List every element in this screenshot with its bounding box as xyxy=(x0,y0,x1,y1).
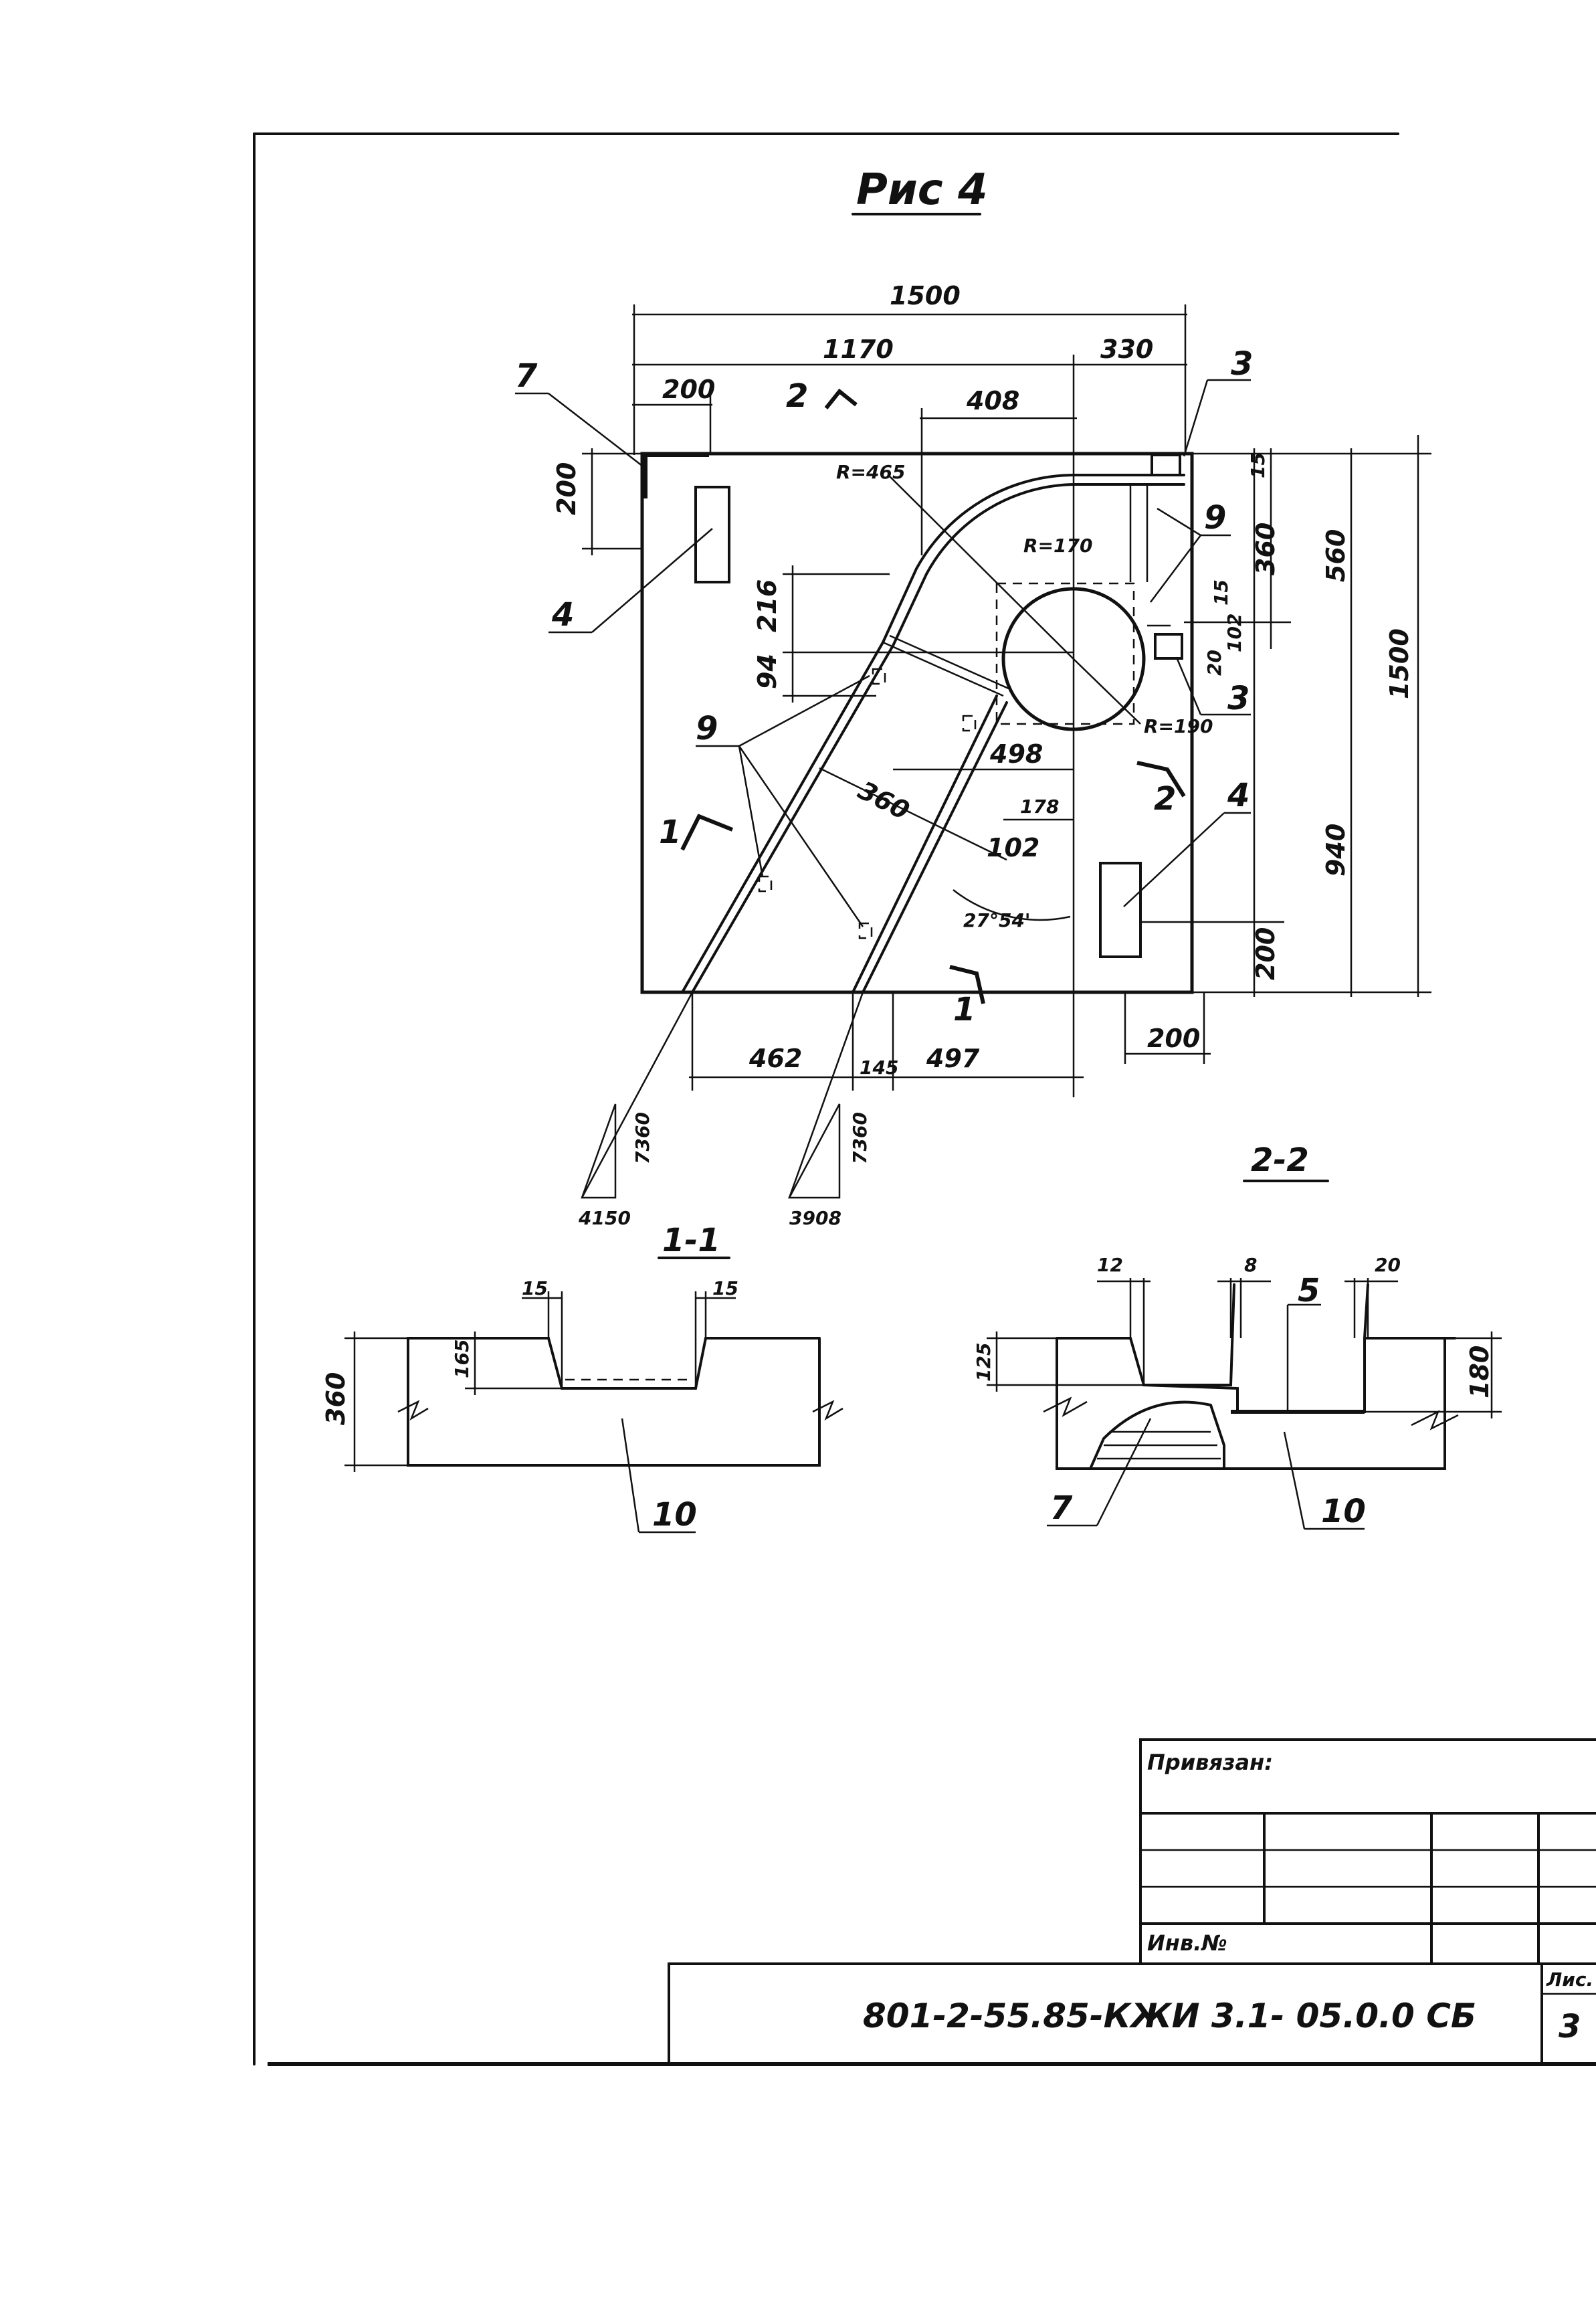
svg-text:1: 1 xyxy=(659,814,681,851)
section-1-1-dim-360: 360 xyxy=(321,1372,351,1425)
section-mark-2-right: 2 xyxy=(1136,761,1186,818)
section-1-1-dim-165: 165 xyxy=(451,1340,473,1378)
dim-radius-hole: R=190 xyxy=(1144,715,1213,737)
figure-title: Рис 4 xyxy=(852,165,988,215)
title-block: Привязан: Инв.№ 801-2-55.85-КЖИ 3.1- 05.… xyxy=(668,1738,1596,2065)
dim-top-left: 200 xyxy=(662,375,715,404)
section-2-2-callout-5: 5 xyxy=(1298,1272,1320,1309)
svg-text:1: 1 xyxy=(953,991,975,1028)
svg-text:3: 3 xyxy=(1231,345,1253,383)
diagonal-wall-2b xyxy=(862,701,1008,994)
callout-7: 7 xyxy=(515,357,646,469)
section-1-1-callout-10: 10 xyxy=(652,1496,697,1534)
dim-right-940: 940 xyxy=(1321,824,1351,877)
slope1-run: 4150 xyxy=(578,1207,631,1229)
svg-text:7: 7 xyxy=(515,357,538,395)
dim-360-diag: 360 xyxy=(854,775,914,826)
curved-wall-outer xyxy=(882,474,1185,644)
section-2-2-dim-8: 8 xyxy=(1244,1254,1257,1276)
section-1-1: 1-1 360 165 15 15 10 xyxy=(321,1222,843,1534)
dim-radius-inner: R=170 xyxy=(1023,535,1092,557)
callout-9-left: 9 xyxy=(696,674,870,927)
embedded-plate-right xyxy=(1099,862,1142,958)
plate-3-top xyxy=(1151,454,1181,476)
diagonal-wall-2a xyxy=(852,695,998,994)
dim-bottom-145: 145 xyxy=(860,1056,898,1079)
section-2-2-dim-20: 20 xyxy=(1375,1254,1401,1276)
plate-3-mid xyxy=(1154,633,1183,660)
callout-4-left: 4 xyxy=(548,528,713,634)
section-2-2-title: 2-2 xyxy=(1251,1141,1309,1179)
title-block-inv-label: Инв.№ xyxy=(1147,1930,1227,1956)
curved-wall-inner xyxy=(892,482,1185,647)
svg-text:4: 4 xyxy=(1227,777,1250,814)
corner-insert xyxy=(643,453,709,498)
dim-radius-outer: R=465 xyxy=(836,461,905,483)
section-2-2-callout-7: 7 xyxy=(1050,1489,1073,1527)
svg-text:4: 4 xyxy=(551,596,574,634)
embedded-plate-left xyxy=(694,486,730,583)
title-block-bound-label: Привязан: xyxy=(1147,1750,1273,1775)
dim-bottom-497: 497 xyxy=(926,1044,980,1073)
section-2-2-dim-180: 180 xyxy=(1465,1346,1494,1398)
dim-arc-offset: 408 xyxy=(966,386,1019,416)
title-block-doc-code: 801-2-55.85-КЖИ 3.1- 05.0.0 СБ xyxy=(863,1997,1476,2035)
svg-text:3: 3 xyxy=(1227,680,1250,717)
section-mark-1-left: 1 xyxy=(659,814,734,851)
dim-178: 178 xyxy=(1020,796,1059,818)
sheet-frame xyxy=(253,132,1596,2066)
callout-3-top: 3 xyxy=(1183,345,1253,457)
section-2-2-dim-125: 125 xyxy=(973,1343,995,1382)
slope2-rise: 7360 xyxy=(849,1112,871,1164)
dim-bottom-462: 462 xyxy=(749,1044,802,1073)
dim-bottom-200: 200 xyxy=(1147,1024,1200,1053)
dim-small-102: 102 xyxy=(1223,614,1245,652)
callout-3-mid: 3 xyxy=(1176,658,1251,717)
svg-text:9: 9 xyxy=(696,710,718,747)
section-2-2-dim-12: 12 xyxy=(1097,1254,1123,1276)
dim-102: 102 xyxy=(987,833,1039,862)
dim-right-1500: 1500 xyxy=(1385,628,1414,699)
section-2-2-callout-10: 10 xyxy=(1321,1493,1366,1530)
plan-view: 1500 1170 330 200 408 200 216 94 R=465 R… xyxy=(515,281,1431,1229)
slab-outline xyxy=(640,452,1194,994)
dim-right-360: 360 xyxy=(1251,523,1280,575)
dim-angle: 27°54' xyxy=(963,909,1031,931)
slope1-rise: 7360 xyxy=(631,1112,654,1164)
svg-text:2: 2 xyxy=(1154,780,1176,818)
dim-overall-width: 1500 xyxy=(890,281,961,310)
dim-right-560: 560 xyxy=(1321,529,1351,582)
section-1-1-title: 1-1 xyxy=(662,1222,720,1259)
section-mark-2-top: 2 xyxy=(786,377,858,415)
svg-text:2: 2 xyxy=(786,377,808,415)
dim-small-15: 15 xyxy=(1247,452,1269,478)
title-block-sheet-label: Лис. xyxy=(1546,1968,1593,1991)
title-block-sheet-number: 3 xyxy=(1559,2008,1581,2045)
dim-right-200: 200 xyxy=(1251,927,1280,980)
section-1-1-dim-15-left: 15 xyxy=(522,1277,548,1299)
opening-frame xyxy=(995,582,1135,725)
dim-small-20: 20 xyxy=(1203,650,1225,676)
dim-216: 216 xyxy=(753,579,782,632)
dim-small-15b: 15 xyxy=(1210,579,1232,606)
callout-9-top: 9 xyxy=(1150,499,1231,603)
section-1-1-dim-15-right: 15 xyxy=(712,1277,738,1299)
section-mark-1-bottom: 1 xyxy=(949,965,985,1028)
dim-94: 94 xyxy=(753,654,782,689)
dim-left-part: 1170 xyxy=(823,335,894,364)
dim-left-200: 200 xyxy=(552,462,581,515)
dim-498: 498 xyxy=(989,739,1043,769)
diagonal-wall-1b xyxy=(691,644,894,994)
slope2-run: 3908 xyxy=(789,1207,841,1229)
diagonal-wall-1a xyxy=(681,641,884,994)
svg-text:9: 9 xyxy=(1204,499,1226,537)
figure-title-text: Рис 4 xyxy=(856,165,988,215)
callout-4-right: 4 xyxy=(1123,777,1251,907)
section-2-2: 2-2 125 180 12 8 20 5 7 xyxy=(973,1141,1502,1530)
dim-right-part: 330 xyxy=(1100,335,1153,364)
